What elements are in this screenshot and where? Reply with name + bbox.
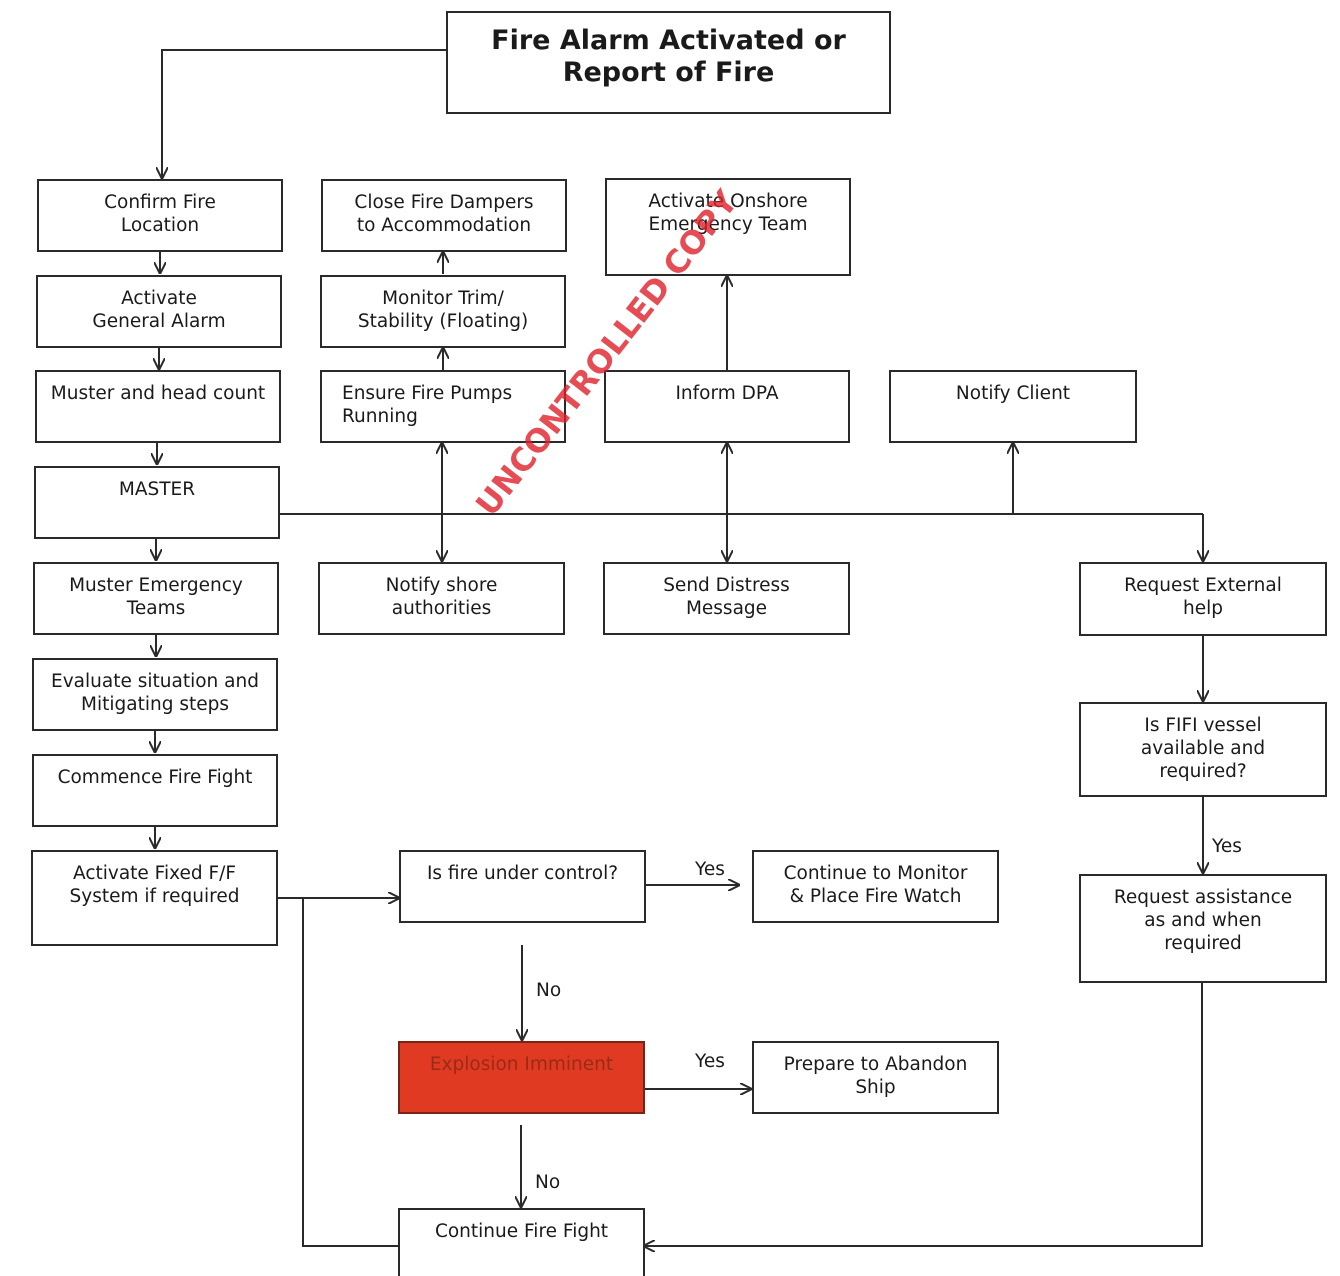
node-evaluate-situation: Evaluate situation and Mitigating steps	[32, 658, 278, 731]
edge-fixed-continue	[302, 898, 398, 1247]
edge-start-confirm	[162, 49, 446, 178]
node-notify-shore-authorities: Notify shore authorities	[318, 562, 565, 635]
node-fire-alarm-activated: Fire Alarm Activated or Report of Fire	[446, 11, 891, 114]
node-close-fire-dampers: Close Fire Dampers to Accommodation	[321, 179, 567, 252]
node-activate-general-alarm: Activate General Alarm	[36, 275, 282, 348]
node-master: MASTER	[34, 466, 280, 539]
node-activate-fixed-ff: Activate Fixed F/F System if required	[31, 850, 278, 946]
label-explosion-no: No	[535, 1172, 561, 1193]
edge-assist-continue	[644, 983, 1203, 1246]
node-explosion-imminent: Explosion Imminent	[398, 1041, 645, 1114]
node-is-fifi-vessel-available: Is FIFI vessel available and required?	[1079, 702, 1327, 797]
node-prepare-abandon-ship: Prepare to Abandon Ship	[752, 1041, 999, 1114]
node-request-external-help: Request External help	[1079, 562, 1327, 636]
label-explosion-yes: Yes	[695, 1051, 725, 1072]
node-commence-fire-fight: Commence Fire Fight	[32, 754, 278, 827]
label-fifi-yes: Yes	[1212, 836, 1242, 857]
node-confirm-fire-location: Confirm Fire Location	[37, 179, 283, 252]
label-control-no: No	[536, 980, 562, 1001]
node-muster-head-count: Muster and head count	[35, 370, 281, 443]
node-continue-fire-fight: Continue Fire Fight	[398, 1208, 645, 1276]
node-is-fire-under-control: Is fire under control?	[399, 850, 646, 923]
node-activate-onshore-team: Activate Onshore Emergency Team	[605, 178, 851, 276]
node-continue-monitor-fire-watch: Continue to Monitor & Place Fire Watch	[752, 850, 999, 923]
node-send-distress-message: Send Distress Message	[603, 562, 850, 635]
node-inform-dpa: Inform DPA	[604, 370, 850, 443]
node-request-assistance: Request assistance as and when required	[1079, 874, 1327, 983]
label-control-yes: Yes	[695, 859, 725, 880]
node-ensure-fire-pumps: Ensure Fire Pumps Running	[320, 370, 566, 443]
node-muster-emergency-teams: Muster Emergency Teams	[33, 562, 279, 635]
node-monitor-trim-stability: Monitor Trim/ Stability (Floating)	[320, 275, 566, 348]
node-notify-client: Notify Client	[889, 370, 1137, 443]
